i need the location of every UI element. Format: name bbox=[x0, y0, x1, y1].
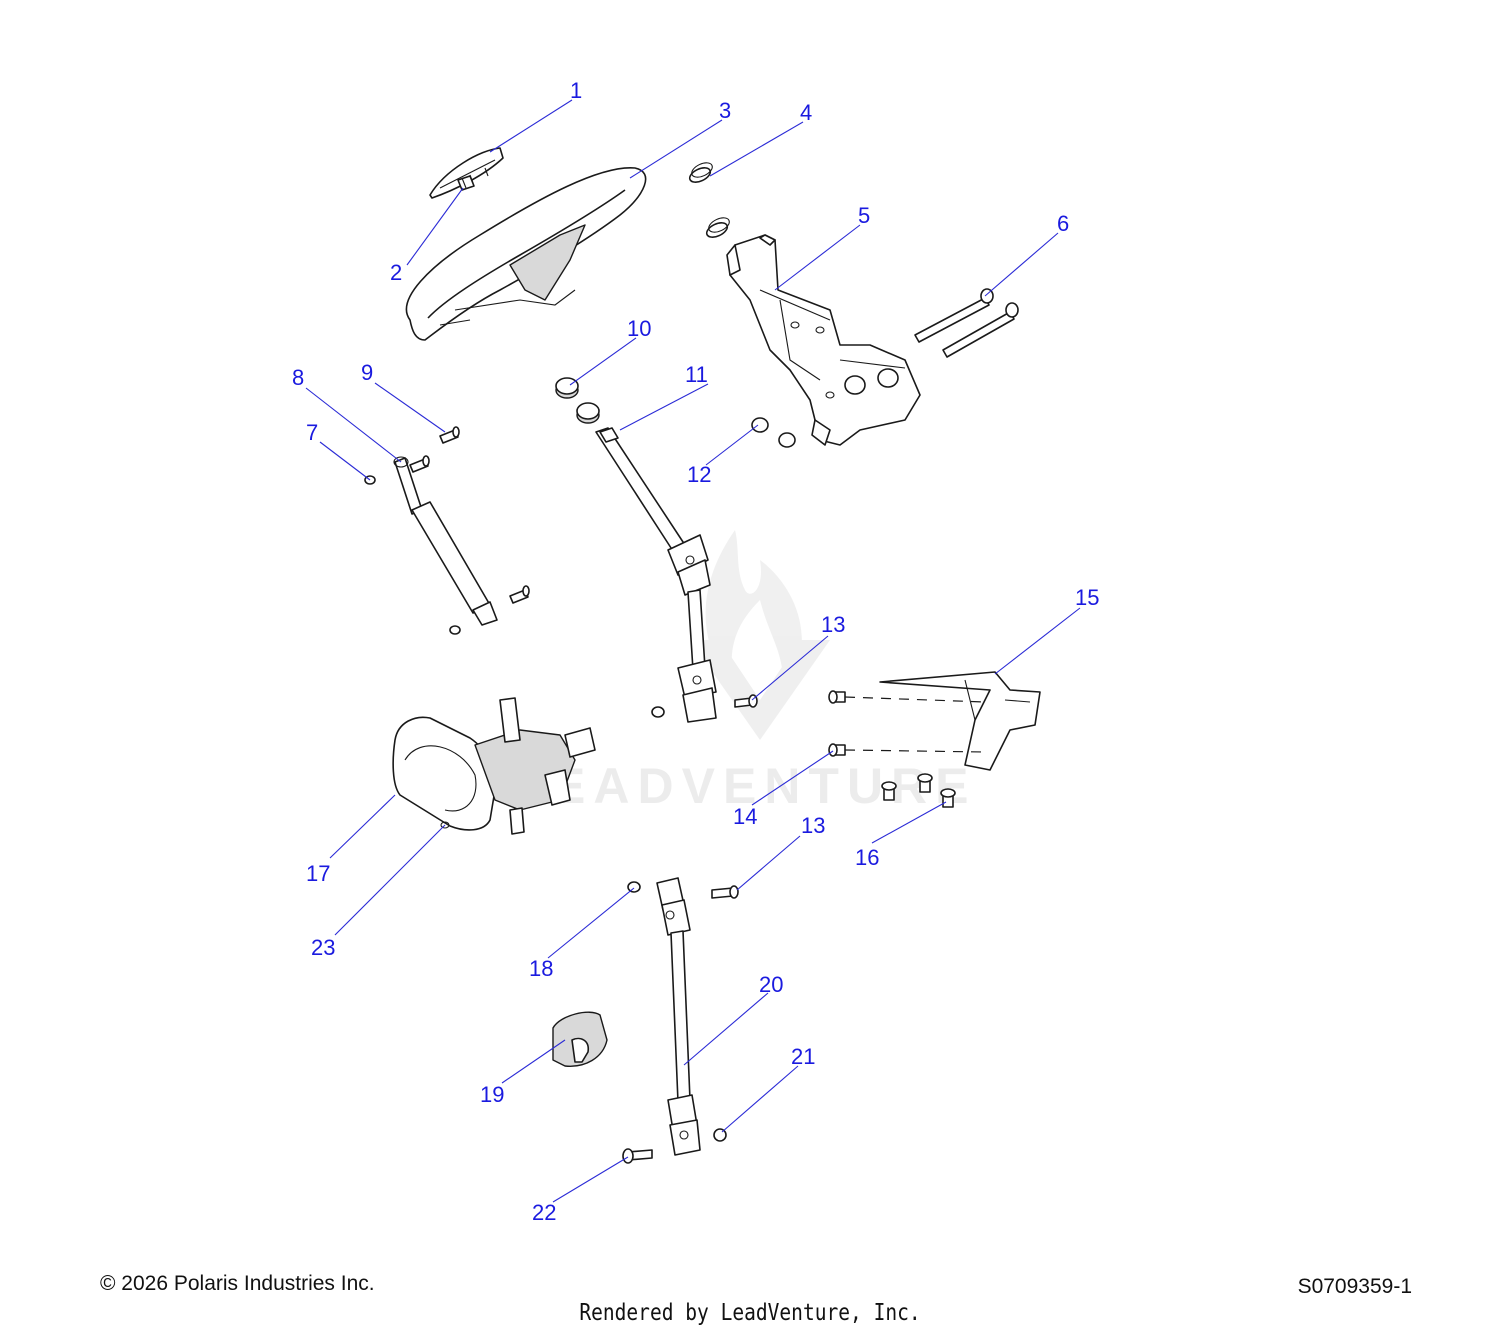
callout-20[interactable]: 20 bbox=[759, 972, 783, 997]
part-steering-bracket[interactable] bbox=[879, 671, 1041, 771]
part-lower-steering-shaft[interactable] bbox=[656, 877, 701, 1156]
part-steering-support[interactable] bbox=[726, 234, 921, 446]
part-power-steering-unit[interactable] bbox=[392, 697, 596, 835]
callout-2[interactable]: 2 bbox=[390, 260, 402, 285]
callout-19[interactable]: 19 bbox=[480, 1082, 504, 1107]
part-steering-nut[interactable] bbox=[457, 175, 475, 191]
callout-4[interactable]: 4 bbox=[800, 100, 812, 125]
callout-22[interactable]: 22 bbox=[532, 1200, 556, 1225]
callout-13-lower[interactable]: 13 bbox=[801, 813, 825, 838]
callout-6[interactable]: 6 bbox=[1057, 211, 1069, 236]
leader-lines bbox=[305, 99, 1081, 1203]
callout-labels: 1 2 3 4 5 6 7 8 9 10 11 12 13 14 15 16 1… bbox=[292, 78, 1099, 1225]
part-upper-steering-shaft[interactable] bbox=[595, 427, 717, 723]
callout-10[interactable]: 10 bbox=[627, 316, 651, 341]
callout-18[interactable]: 18 bbox=[529, 956, 553, 981]
callout-17[interactable]: 17 bbox=[306, 861, 330, 886]
rendered-by-credit: Rendered by LeadVenture, Inc. bbox=[579, 1300, 921, 1326]
callout-15[interactable]: 15 bbox=[1075, 585, 1099, 610]
part-long-bolt[interactable] bbox=[914, 288, 1019, 358]
part-bushing[interactable] bbox=[687, 160, 731, 240]
callout-23[interactable]: 23 bbox=[311, 935, 335, 960]
callout-9[interactable]: 9 bbox=[361, 360, 373, 385]
diagram-id: S0709359-1 bbox=[1297, 1275, 1412, 1298]
part-flange-nut[interactable] bbox=[751, 417, 796, 448]
watermark: LEADVENTURE bbox=[513, 530, 969, 814]
part-pin[interactable] bbox=[409, 426, 530, 635]
part-pinch-bolt-lower[interactable] bbox=[711, 885, 739, 899]
callout-7[interactable]: 7 bbox=[306, 420, 318, 445]
callout-11[interactable]: 11 bbox=[685, 362, 708, 387]
callout-14[interactable]: 14 bbox=[733, 804, 757, 829]
part-end-nut[interactable] bbox=[713, 1128, 727, 1142]
callout-13-upper[interactable]: 13 bbox=[821, 612, 845, 637]
part-mounting-bolt[interactable] bbox=[881, 773, 956, 808]
part-steering-wheel[interactable] bbox=[405, 167, 647, 341]
copyright-notice: © 2026 Polaris Industries Inc. bbox=[100, 1272, 375, 1295]
callout-3[interactable]: 3 bbox=[719, 98, 731, 123]
part-end-bolt[interactable] bbox=[622, 1148, 653, 1164]
part-boot-seal[interactable] bbox=[552, 1011, 608, 1067]
flame-logo-icon bbox=[705, 530, 802, 700]
part-center-cap[interactable] bbox=[429, 147, 504, 199]
callout-5[interactable]: 5 bbox=[858, 203, 870, 228]
callout-1[interactable]: 1 bbox=[570, 78, 582, 103]
part-bearing[interactable] bbox=[555, 377, 600, 424]
callout-21[interactable]: 21 bbox=[791, 1044, 815, 1069]
callout-12[interactable]: 12 bbox=[687, 462, 711, 487]
v-logo-icon bbox=[690, 640, 830, 740]
part-bracket-bolt[interactable] bbox=[828, 690, 986, 757]
part-lower-nut[interactable] bbox=[627, 881, 641, 893]
callout-8[interactable]: 8 bbox=[292, 365, 304, 390]
part-tilt-strut[interactable] bbox=[393, 456, 498, 626]
callout-16[interactable]: 16 bbox=[855, 845, 879, 870]
